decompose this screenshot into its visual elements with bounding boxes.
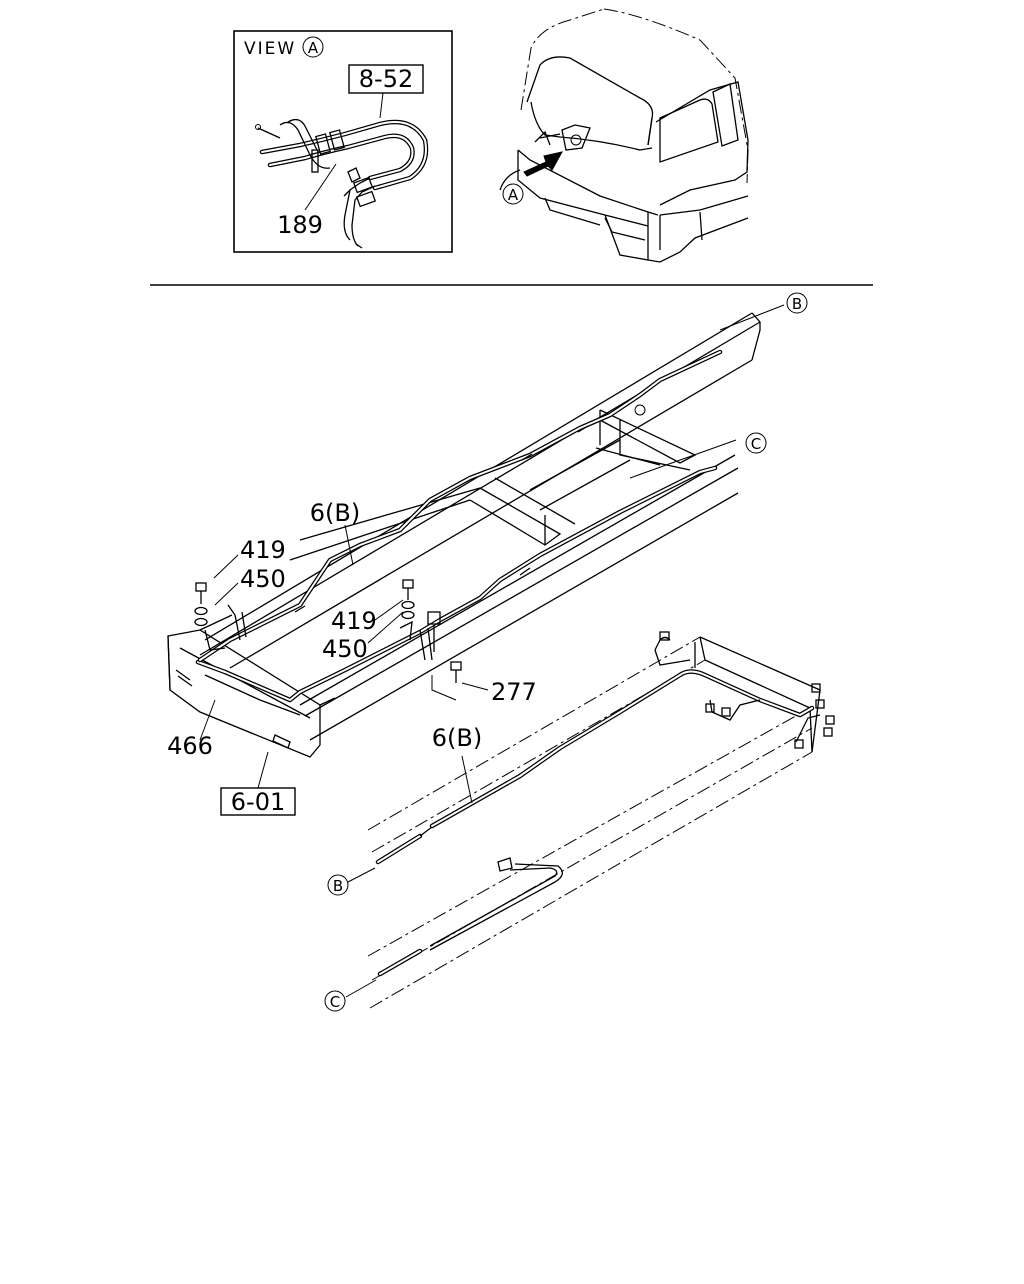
ref-box-6-01	[220, 787, 296, 816]
cab-marker-letter: A	[508, 186, 519, 204]
inset-hose-assembly	[255, 118, 429, 249]
leader-189	[304, 163, 337, 211]
svg-text:B: B	[792, 295, 802, 313]
view-arrow-icon	[523, 151, 563, 177]
cab-marker-circle	[502, 183, 524, 205]
label-419-left: 419	[240, 536, 286, 564]
label-419-right: 419	[331, 607, 377, 635]
label-6b-lower: 6(B)	[432, 724, 482, 752]
label-466: 466	[167, 732, 213, 760]
view-a-inset: VIEW A 8-52 189	[233, 30, 453, 253]
rear-frame-detail	[367, 631, 835, 1009]
part-189-label: 189	[277, 211, 323, 239]
leader-6b-lower	[461, 755, 473, 804]
bolt-277	[431, 661, 462, 701]
marker-c-lower: C	[324, 990, 346, 1012]
cab-illustration: A	[499, 8, 749, 263]
label-277: 277	[491, 678, 537, 706]
inset-frame	[233, 30, 453, 253]
view-label: VIEW	[244, 39, 296, 59]
ref-8-52-text: 8-52	[359, 65, 413, 93]
svg-text:C: C	[330, 993, 340, 1011]
chassis-frame	[199, 312, 761, 741]
brake-line-b-chassis	[195, 349, 723, 716]
label-450-left: 450	[240, 565, 286, 593]
svg-text:B: B	[333, 877, 343, 895]
view-circle-marker	[302, 36, 324, 58]
bolt-419-right	[401, 579, 415, 620]
bolt-419-left	[194, 582, 208, 627]
marker-b-lower: B	[327, 874, 349, 896]
label-6b-upper: 6(B)	[310, 499, 360, 527]
svg-text:C: C	[751, 435, 761, 453]
ref-6-01-text: 6-01	[231, 788, 285, 816]
marker-c-main: C	[745, 432, 767, 454]
label-450-right: 450	[322, 635, 368, 663]
view-circle-letter: A	[308, 39, 319, 57]
washer-450-left	[194, 606, 208, 616]
leader-8-52	[379, 92, 384, 119]
washer-450-right	[401, 600, 415, 610]
marker-b-main: B	[786, 292, 808, 314]
ref-box-8-52	[348, 64, 424, 94]
